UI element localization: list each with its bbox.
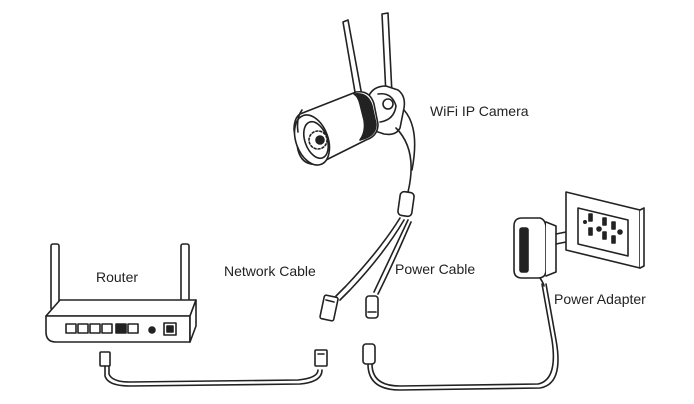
cable-splitter <box>335 190 415 301</box>
ethernet-link-cable <box>99 349 328 387</box>
power-cable-label: Power Cable <box>395 261 476 277</box>
network-cable-connector <box>319 294 339 322</box>
router-icon <box>45 243 197 343</box>
power-cable-connector <box>365 295 379 319</box>
power-adapter-label: Power Adapter <box>554 291 646 307</box>
camera-label: WiFi IP Camera <box>430 103 529 119</box>
network-cable-label: Network Cable <box>224 263 316 279</box>
power-adapter-icon <box>513 217 567 287</box>
wall-outlet-icon <box>565 191 645 269</box>
router-label: Router <box>96 269 139 285</box>
camera-icon <box>293 12 416 193</box>
power-link-cable <box>362 283 559 391</box>
